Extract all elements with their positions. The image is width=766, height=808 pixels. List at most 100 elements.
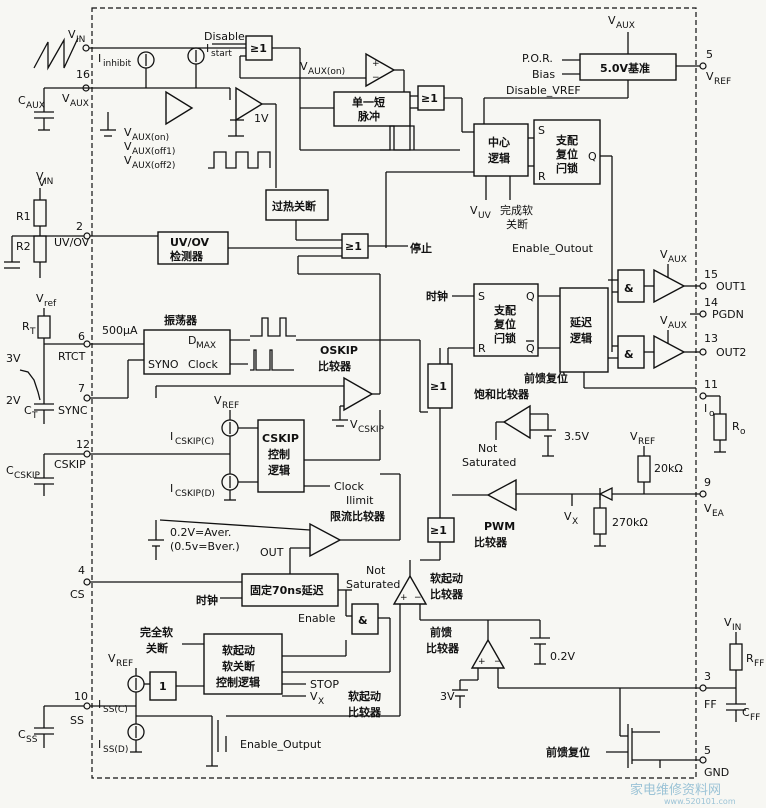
- svg-text:过热关断: 过热关断: [272, 199, 316, 213]
- pin-vin: [82, 44, 90, 52]
- svg-text:3.5V: 3.5V: [564, 430, 589, 443]
- current-limit-comparator: [309, 522, 342, 558]
- pin-7: [83, 394, 91, 402]
- svg-text:RTCT: RTCT: [58, 350, 86, 363]
- svg-text:V: V: [108, 652, 116, 665]
- svg-text:V: V: [704, 502, 712, 515]
- svg-text:逻辑: 逻辑: [488, 151, 510, 165]
- svg-text:V: V: [630, 430, 638, 443]
- svg-text:AUX(off2): AUX(off2): [132, 161, 175, 171]
- svg-text:GND: GND: [704, 766, 729, 779]
- svg-text:I: I: [98, 698, 101, 711]
- svg-text:V: V: [660, 314, 668, 327]
- svg-text:AUX: AUX: [70, 99, 89, 109]
- svg-text:2: 2: [76, 220, 83, 233]
- svg-text:20kΩ: 20kΩ: [654, 462, 683, 475]
- svg-text:比较器: 比较器: [430, 587, 464, 601]
- svg-text:闩锁: 闩锁: [494, 331, 516, 345]
- svg-text:R: R: [746, 652, 754, 665]
- svg-text:软起动: 软起动: [430, 571, 463, 585]
- svg-text:Enable_Output: Enable_Output: [240, 738, 322, 751]
- svg-text:OUT1: OUT1: [716, 280, 746, 293]
- svg-text:270kΩ: 270kΩ: [612, 516, 648, 529]
- diode-vea: [598, 486, 613, 502]
- svg-text:CSKIP(C): CSKIP(C): [175, 437, 214, 447]
- svg-text:≥1: ≥1: [250, 42, 267, 55]
- svg-text:V: V: [124, 154, 132, 167]
- svg-text:−: −: [414, 593, 422, 603]
- svg-text:Clock: Clock: [334, 480, 365, 493]
- svg-text:13: 13: [704, 332, 718, 345]
- svg-text:3V: 3V: [6, 352, 21, 365]
- svg-text:延迟: 延迟: [569, 315, 592, 329]
- svg-text:C: C: [18, 94, 26, 107]
- one-volt-comparator: [235, 86, 264, 122]
- svg-text:时钟: 时钟: [426, 289, 448, 303]
- watermark-url: www.520101.com: [664, 797, 736, 806]
- svg-text:PWM: PWM: [484, 520, 515, 533]
- svg-text:R: R: [732, 420, 740, 433]
- svg-text:V: V: [608, 14, 616, 27]
- overheat-shutdown-block: [265, 189, 329, 221]
- svg-text:2V: 2V: [6, 394, 21, 407]
- svg-text:UV/OV: UV/OV: [54, 236, 90, 249]
- svg-text:前馈: 前馈: [430, 625, 452, 639]
- svg-text:IN: IN: [76, 35, 85, 45]
- svg-text:≥1: ≥1: [430, 524, 447, 537]
- svg-text:V: V: [214, 394, 222, 407]
- vin-label: V: [68, 28, 76, 41]
- svg-text:前馈复位: 前馈复位: [524, 371, 568, 385]
- svg-text:9: 9: [704, 476, 711, 489]
- svg-text:0.2V: 0.2V: [550, 650, 575, 663]
- svg-text:Not: Not: [478, 442, 498, 455]
- svg-text:FF: FF: [754, 659, 764, 669]
- oscillator-block: [143, 329, 231, 375]
- svg-text:Enable_Outout: Enable_Outout: [512, 242, 594, 255]
- svg-text:C: C: [18, 728, 26, 741]
- pin-9: [699, 490, 707, 498]
- svg-text:AUX(on): AUX(on): [308, 67, 345, 77]
- resistor-ro: [713, 413, 727, 441]
- svg-text:V: V: [124, 140, 132, 153]
- svg-text:比较器: 比较器: [318, 359, 352, 373]
- svg-text:S: S: [478, 290, 485, 303]
- svg-text:逻辑: 逻辑: [268, 463, 290, 477]
- dmax-waveform: [250, 317, 296, 337]
- svg-text:+: +: [478, 657, 486, 667]
- svg-text:X: X: [572, 517, 578, 527]
- svg-text:限流比较器: 限流比较器: [330, 509, 386, 523]
- resistor-rt: [37, 315, 51, 339]
- svg-text:R: R: [538, 170, 546, 183]
- svg-text:Ilimit: Ilimit: [346, 494, 374, 507]
- svg-text:完成软: 完成软: [500, 203, 533, 217]
- svg-text:ref: ref: [44, 299, 57, 309]
- svg-text:12: 12: [76, 438, 90, 451]
- svg-text:EA: EA: [712, 509, 725, 519]
- vin-waveform: V IN: [33, 28, 85, 71]
- svg-text:AUX(off1): AUX(off1): [132, 147, 175, 157]
- svg-text:UV/OV: UV/OV: [170, 236, 210, 249]
- svg-text:1V: 1V: [254, 112, 269, 125]
- svg-text:V: V: [300, 60, 308, 73]
- svg-text:P.O.R.: P.O.R.: [522, 52, 553, 65]
- svg-text:≥1: ≥1: [421, 92, 438, 105]
- vaux-on-comparator: [365, 52, 396, 88]
- svg-text:支配: 支配: [555, 133, 578, 147]
- svg-text:Saturated: Saturated: [346, 578, 400, 591]
- svg-text:V: V: [62, 92, 70, 105]
- svg-text:软起动: 软起动: [348, 689, 381, 703]
- pin-3: [699, 684, 707, 692]
- svg-text:STOP: STOP: [310, 678, 339, 691]
- svg-text:MAX: MAX: [196, 341, 216, 351]
- svg-text:11: 11: [704, 378, 718, 391]
- svg-text:单一短: 单一短: [352, 95, 385, 109]
- svg-text:软关断: 软关断: [222, 659, 255, 673]
- svg-text:start: start: [211, 49, 232, 59]
- svg-text:AUX: AUX: [668, 255, 687, 265]
- svg-text:振荡器: 振荡器: [164, 313, 198, 327]
- resistor-r1: [33, 199, 47, 227]
- svg-text:Bias: Bias: [532, 68, 555, 81]
- watermark-text: 家电维修资料网: [630, 782, 721, 798]
- pin-4: [83, 578, 91, 586]
- svg-text:SYNC: SYNC: [58, 404, 88, 417]
